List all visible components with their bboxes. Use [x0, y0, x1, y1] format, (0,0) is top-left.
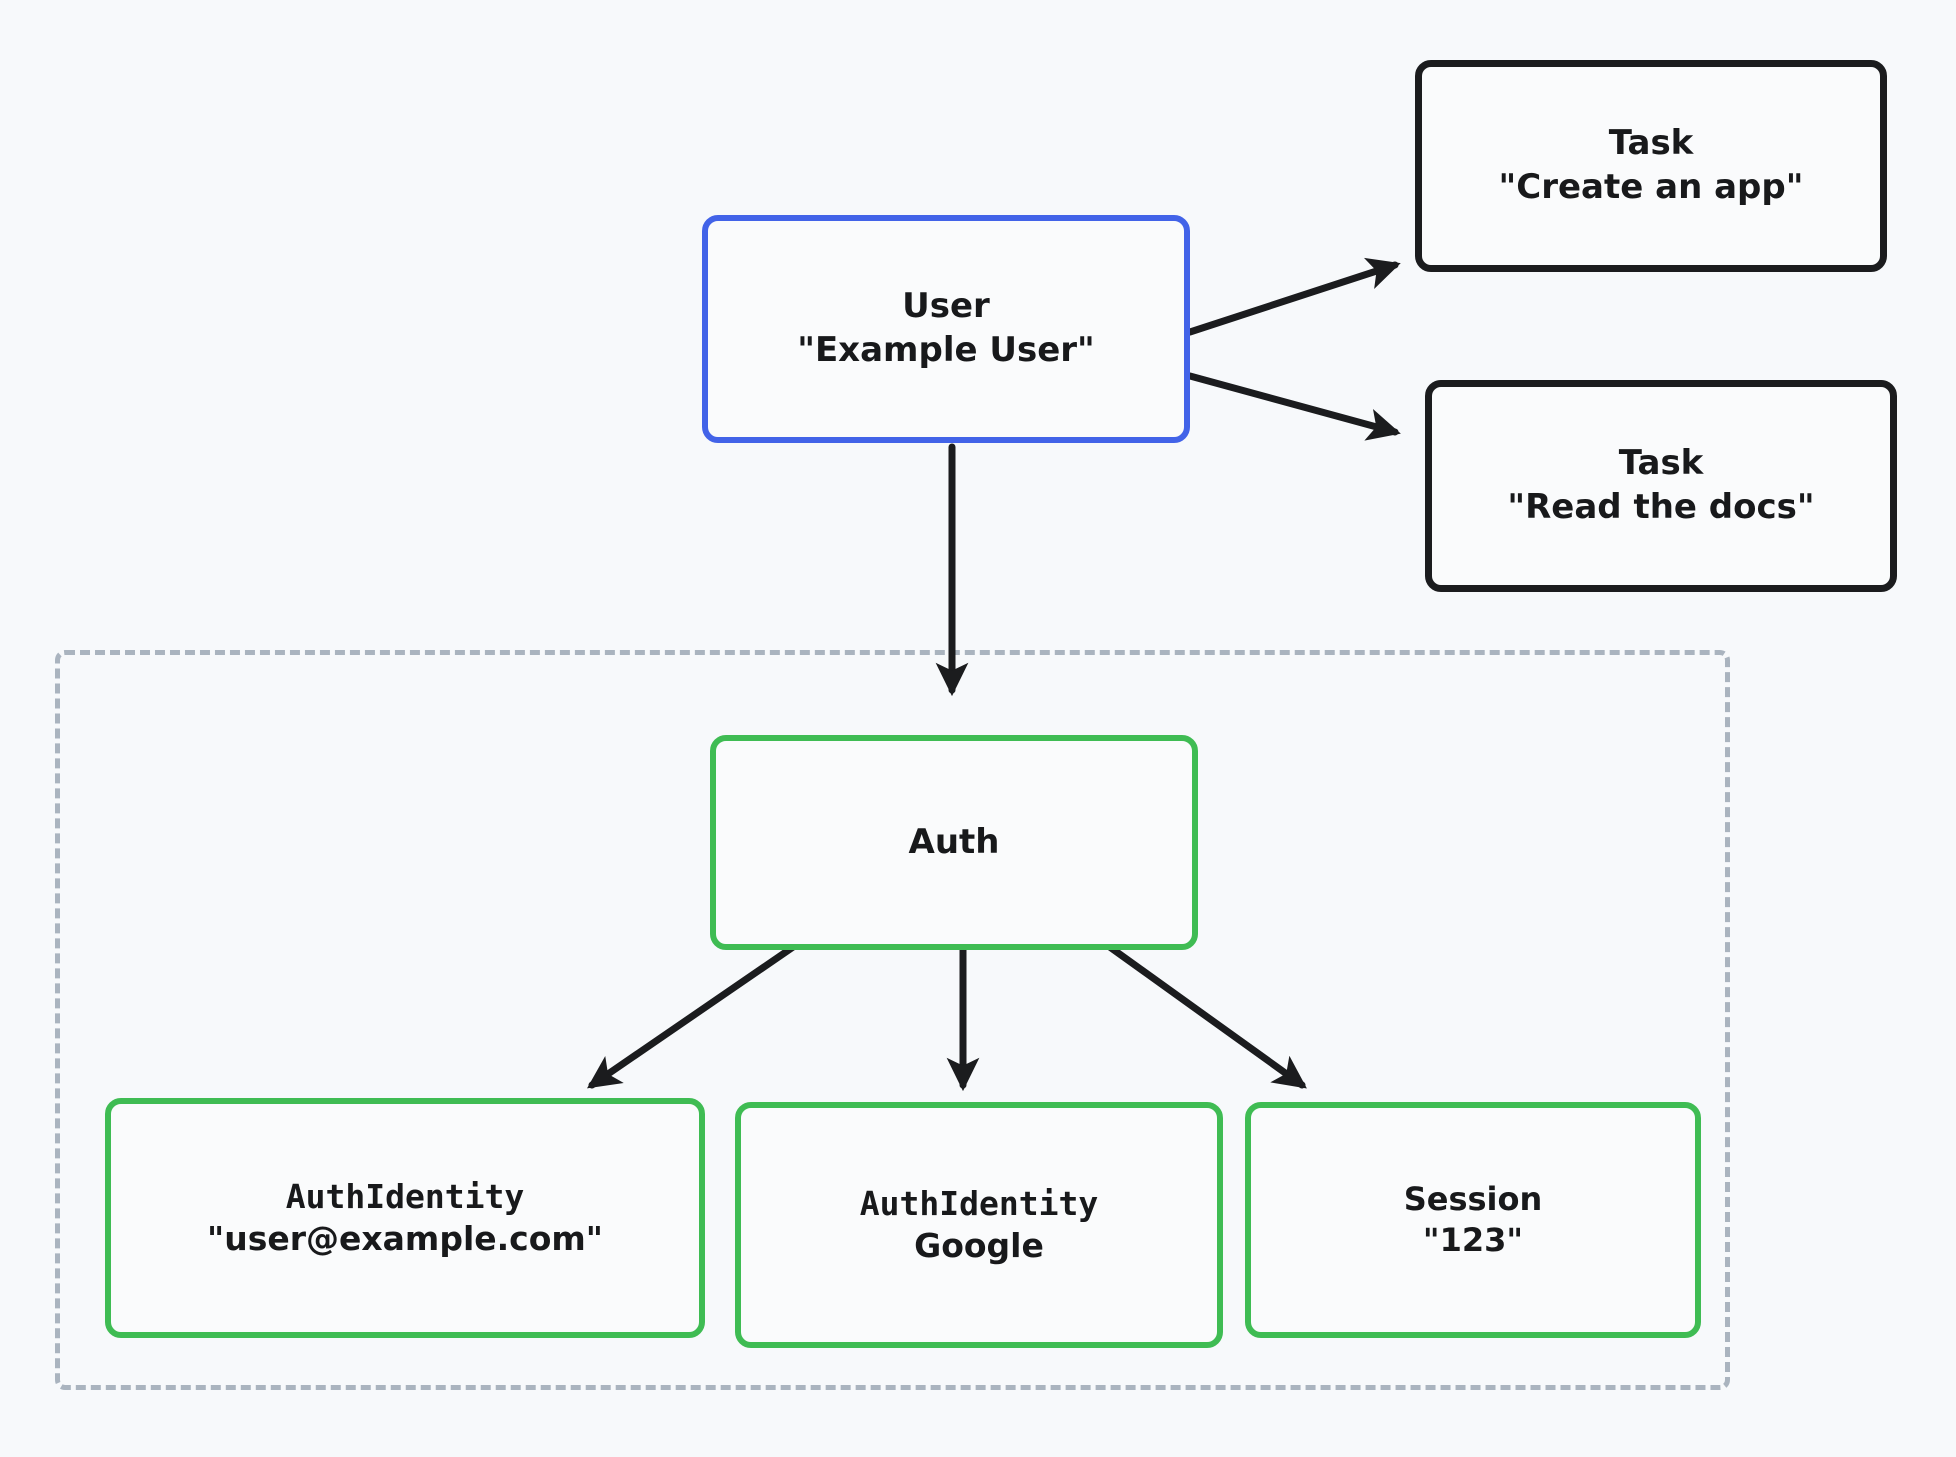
node-auth-identity-email-type: AuthIdentity [285, 1176, 525, 1216]
node-auth-identity-google-value: Google [914, 1226, 1044, 1265]
auth-group-container [55, 650, 1730, 1390]
edge-user-to-task-create [1186, 257, 1401, 336]
edge-user-to-task-read [1186, 372, 1401, 441]
node-session[interactable]: Session "123" [1245, 1102, 1701, 1338]
node-session-value: "123" [1422, 1221, 1524, 1259]
node-task-create-an-app[interactable]: Task "Create an app" [1415, 60, 1887, 272]
node-user-value: "Example User" [797, 330, 1095, 370]
node-auth-type: Auth [908, 821, 1000, 862]
node-user-type: User [902, 286, 990, 327]
node-auth-identity-email[interactable]: AuthIdentity "user@example.com" [105, 1098, 705, 1338]
node-auth-identity-google[interactable]: AuthIdentity Google [735, 1102, 1223, 1348]
node-auth-identity-email-value: "user@example.com" [207, 1219, 603, 1258]
node-task-create-type: Task [1608, 123, 1694, 164]
node-task-read-value: "Read the docs" [1507, 487, 1815, 527]
node-auth-identity-google-type: AuthIdentity [859, 1183, 1099, 1223]
node-session-type: Session [1403, 1180, 1543, 1219]
node-user[interactable]: User "Example User" [702, 215, 1190, 443]
node-task-read-the-docs[interactable]: Task "Read the docs" [1425, 380, 1897, 592]
node-auth[interactable]: Auth [710, 735, 1198, 950]
node-task-create-value: "Create an app" [1498, 167, 1804, 207]
node-task-read-type: Task [1618, 443, 1704, 484]
